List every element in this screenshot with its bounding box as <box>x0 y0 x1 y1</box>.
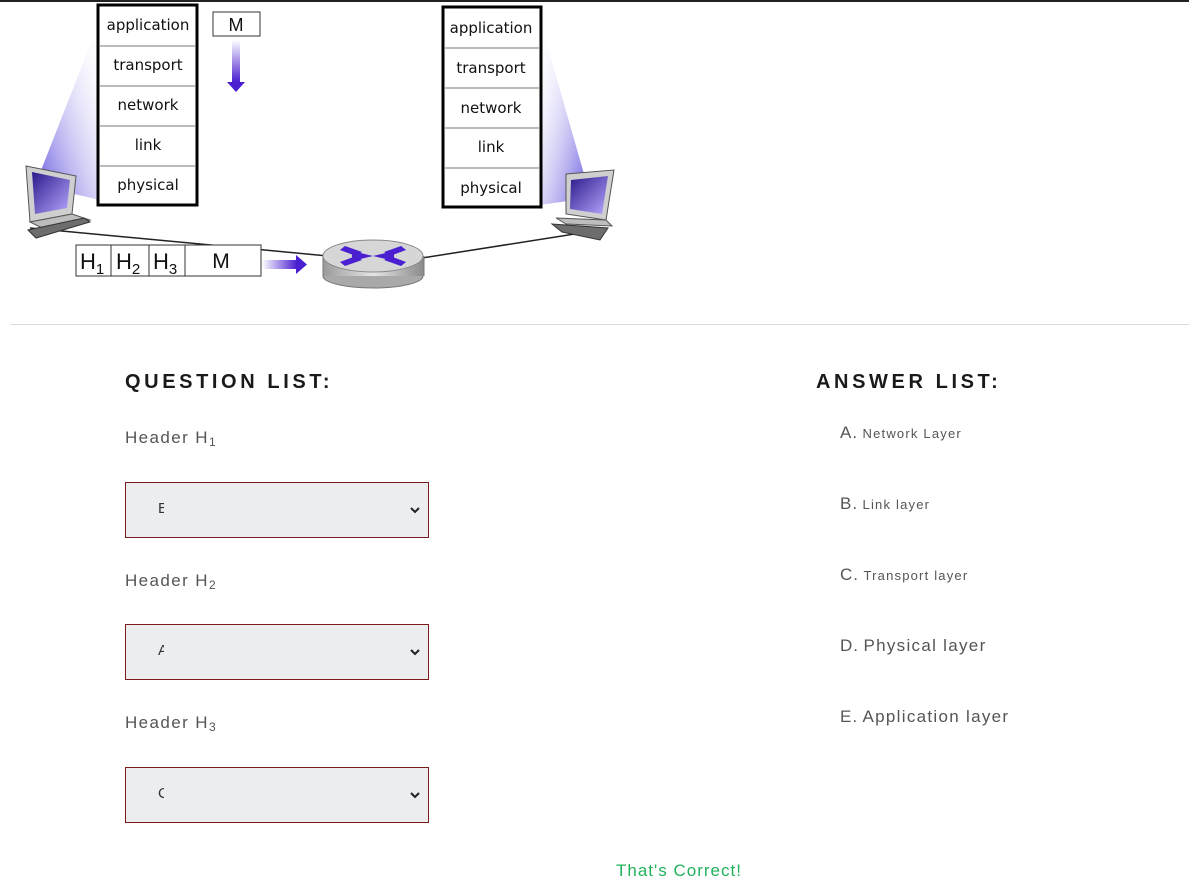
left-stack-physical: physical <box>117 176 179 194</box>
question-label-h3: Header H3 <box>125 713 216 734</box>
answer-select-h3-value: C <box>158 785 164 802</box>
chevron-down-icon <box>410 792 420 799</box>
answer-item-b: B. Link layer <box>840 494 931 513</box>
left-protocol-stack: application transport network link physi… <box>96 3 199 207</box>
left-beam <box>38 20 100 200</box>
answer-select-h3[interactable]: C <box>125 767 429 823</box>
answer-item-c: C. Transport layer <box>840 565 969 584</box>
message-label: M <box>229 15 244 35</box>
answer-select-h1-value: B <box>158 500 164 517</box>
network-diagram: application transport network link physi… <box>25 3 615 289</box>
question-label-h1: Header H1 <box>125 428 216 449</box>
left-computer-icon <box>25 165 92 239</box>
answer-select-h2-value: A <box>158 642 164 659</box>
packet-message: M <box>212 250 230 273</box>
packet-header-h2: H2 <box>116 249 140 278</box>
right-stack-transport: transport <box>456 59 525 77</box>
router-icon <box>322 239 425 289</box>
chevron-down-icon <box>410 649 420 656</box>
top-border <box>0 0 1189 2</box>
left-stack-network: network <box>118 96 179 114</box>
chevron-down-icon <box>410 507 420 514</box>
right-arrow-icon <box>262 255 307 274</box>
message-box: M <box>212 11 261 37</box>
right-computer-icon <box>550 169 615 241</box>
question-list-title: QUESTION LIST: <box>125 371 334 393</box>
down-arrow-icon <box>227 40 245 92</box>
packet-header-h1: H1 <box>80 249 104 278</box>
section-divider <box>10 324 1189 325</box>
right-protocol-stack: application transport network link physi… <box>441 5 543 209</box>
right-stack-link: link <box>478 138 505 156</box>
answer-item-e: E. Application layer <box>840 707 1010 726</box>
answer-list-title: ANSWER LIST: <box>816 371 1002 393</box>
right-stack-physical: physical <box>460 179 522 197</box>
packet: H1 H2 H3 M <box>75 244 262 278</box>
left-stack-transport: transport <box>113 56 182 74</box>
right-stack-application: application <box>450 19 533 37</box>
left-stack-application: application <box>107 16 190 34</box>
left-link <box>29 227 329 257</box>
answer-select-h1[interactable]: B <box>125 482 429 538</box>
packet-header-h3: H3 <box>153 249 177 278</box>
right-beam <box>540 20 588 205</box>
answer-item-d: D. Physical layer <box>840 636 987 655</box>
right-link <box>421 229 601 259</box>
question-label-h2: Header H2 <box>125 571 216 592</box>
answer-select-h2[interactable]: A <box>125 624 429 680</box>
answer-item-a: A. Network Layer <box>840 423 962 442</box>
right-stack-network: network <box>461 99 522 117</box>
left-stack-link: link <box>135 136 162 154</box>
feedback-message: That's Correct! <box>616 861 742 880</box>
